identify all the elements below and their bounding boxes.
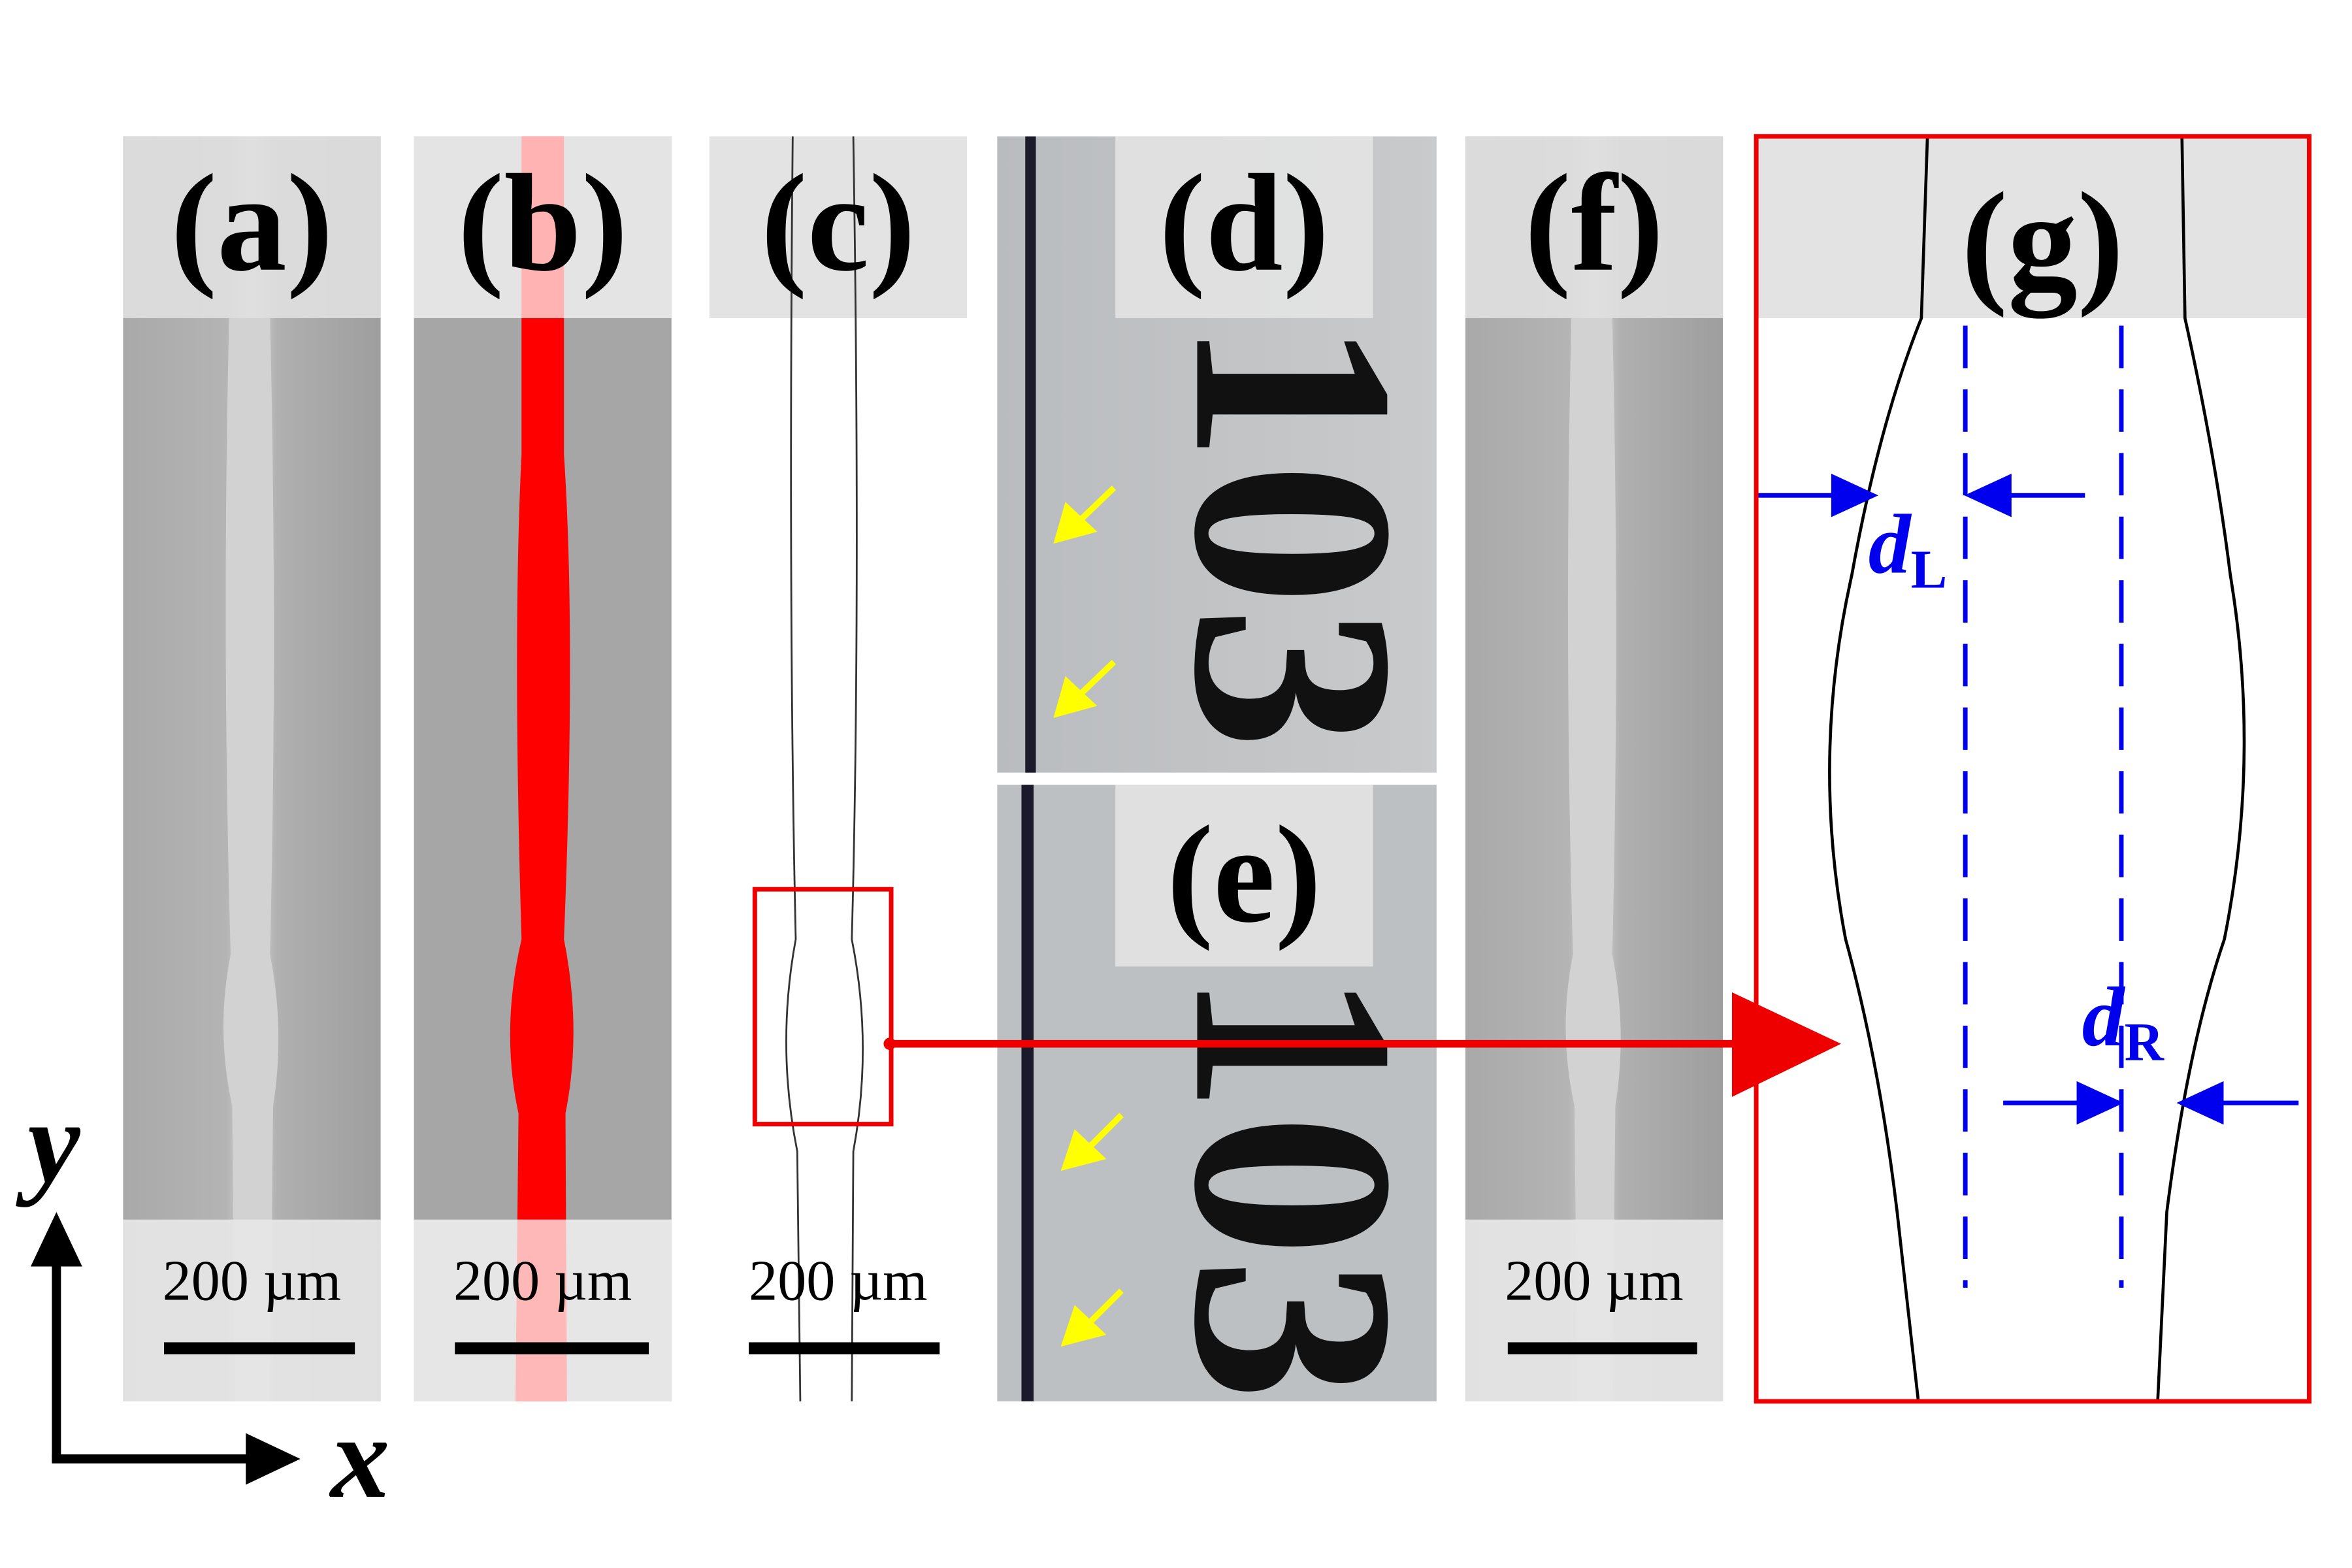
panel-d: 103 (d): [997, 136, 1453, 773]
scale-bar-label: 200 µm: [163, 1249, 342, 1313]
arrow-right-icon: [246, 1433, 301, 1485]
dl-measure-arrows: [1757, 473, 2085, 517]
panel-b: (b) 200 µm: [414, 136, 672, 1401]
axis-label-x: x: [329, 1392, 389, 1523]
panel-c: (c) 200 µm: [709, 136, 967, 1401]
panel-label-d: (d): [1159, 146, 1330, 301]
panel-f: (f) 200 µm: [1465, 136, 1723, 1401]
panel-label-g: (g): [1961, 165, 2124, 319]
zoom-arrow: [883, 992, 1841, 1097]
dr-measure-arrows: [2003, 1081, 2299, 1125]
panel-label-f: (f): [1524, 146, 1663, 301]
scale-bar-label: 200 µm: [1505, 1249, 1684, 1313]
panel-a: (a) 200 µm: [123, 136, 381, 1401]
yellow-arrow-icon: [1053, 659, 1117, 718]
scale-bar-label: 200 µm: [749, 1249, 928, 1313]
coordinate-axes: y x: [15, 1077, 389, 1523]
ruler-digits: 103: [1134, 970, 1453, 1401]
zoom-region-box: [752, 887, 894, 1127]
ruler-digits: 103: [1134, 318, 1453, 750]
dr-label: dR: [2082, 970, 2165, 1073]
yellow-arrow-icon: [1053, 485, 1117, 544]
dl-label: dL: [1869, 498, 1948, 600]
panel-g-frame: [1754, 134, 2311, 1404]
microchannel-strand: [1565, 318, 1621, 1401]
left-edge-contour: [785, 136, 802, 1401]
arrow-up-icon: [30, 1212, 82, 1267]
yellow-arrow-icon: [1060, 1288, 1124, 1347]
panel-label-e: (e): [1167, 798, 1322, 952]
segmentation-mask: [510, 136, 574, 1401]
panel-label-b: (b): [457, 146, 628, 301]
panel-e: 103 (e): [997, 785, 1453, 1401]
panel-label-c: (c): [761, 146, 916, 301]
axis-label-y: y: [15, 1077, 80, 1208]
panel-label-a: (a): [171, 146, 333, 301]
panel-g: (g) dL dR: [1754, 134, 2311, 1404]
microchannel-strand: [223, 318, 279, 1401]
right-edge-contour: [851, 136, 864, 1401]
left-edge-contour: [1828, 136, 1929, 1402]
right-edge-contour: [2156, 136, 2246, 1402]
yellow-arrow-icon: [1060, 1113, 1124, 1171]
scale-bar-label: 200 µm: [453, 1249, 632, 1313]
